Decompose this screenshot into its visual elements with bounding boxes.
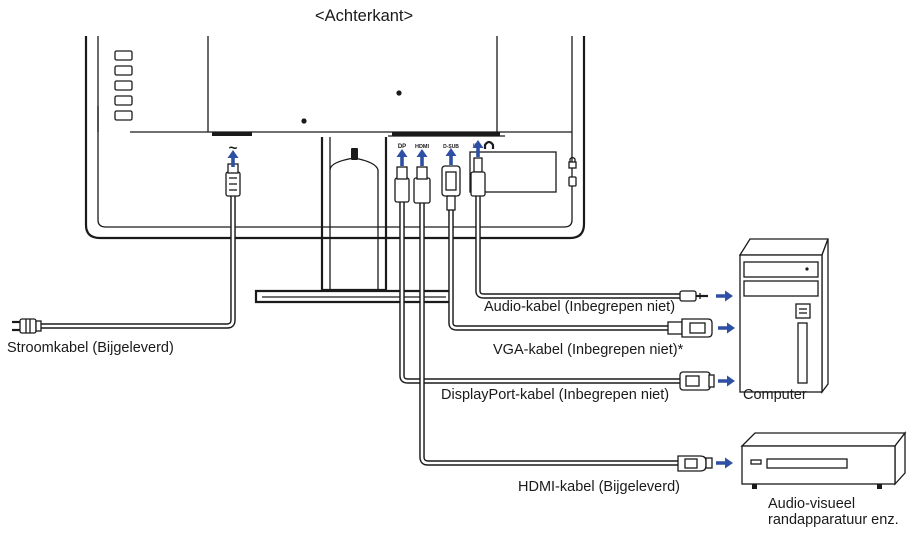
vga-plug-icon: [667, 318, 713, 338]
hdmi-plug-icon: [677, 455, 713, 472]
hdmi-cable-label: HDMI-kabel (Bijgeleverd): [518, 479, 680, 495]
headphone-icon: [483, 140, 495, 149]
av-device-label-line1: Audio-visueel: [768, 496, 856, 512]
power-cable: [12, 163, 241, 334]
monitor-back: [84, 36, 586, 240]
audio-jack-icon: [679, 290, 708, 302]
port-label-dp: DP: [398, 144, 406, 150]
computer-tower-icon: [738, 238, 829, 394]
displayport-cable-label: DisplayPort-kabel (Inbegrepen niet): [441, 387, 670, 403]
diagram-title: <Achterkant>: [315, 7, 414, 25]
power-plug-icon: [12, 318, 42, 334]
port-label-hdmi: HDMI: [415, 144, 430, 150]
audio-cable-label: Audio-kabel (Inbegrepen niet): [484, 299, 676, 315]
hdmi-cable: [413, 166, 713, 472]
vga-cable: [441, 165, 713, 338]
displayport-cable: [394, 166, 715, 391]
port-label-power: ~: [229, 140, 238, 157]
computer-label: Computer: [743, 387, 807, 403]
vga-cable-label: VGA-kabel (Inbegrepen niet)*: [493, 342, 684, 358]
kensington-lock-icon: [568, 156, 577, 187]
port-label-dsub: D-SUB: [443, 144, 459, 150]
power-cable-label: Stroomkabel (Bijgeleverd): [7, 340, 174, 356]
displayport-plug-icon: [679, 371, 715, 391]
audio-cable: [470, 157, 708, 302]
av-device-label-line2: randapparatuur enz.: [768, 512, 899, 528]
monitor-side-buttons: [114, 50, 133, 121]
av-device-icon: [740, 431, 907, 489]
